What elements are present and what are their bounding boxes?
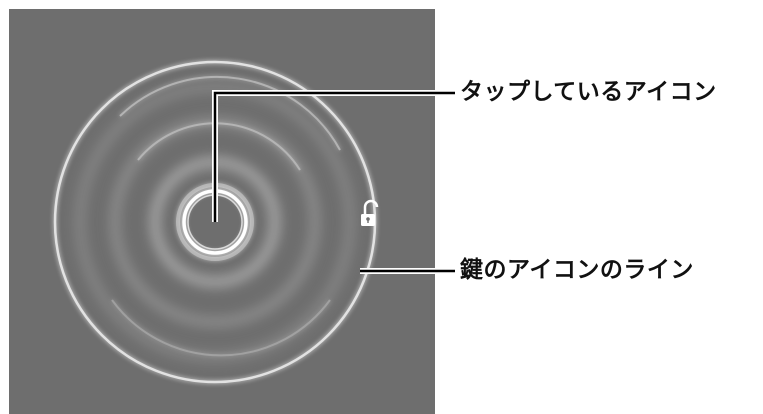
unlocked-padlock-icon[interactable] [361,199,379,226]
ring-arc-low [111,299,331,357]
ring-arc-medium [137,122,301,171]
tapping-icon-label: タップしているアイコン [460,79,717,105]
lock-icon-line-label: 鍵のアイコンのライン [460,257,694,283]
ring-arc-large [119,75,341,151]
tap-icon-callout-line [212,90,455,222]
